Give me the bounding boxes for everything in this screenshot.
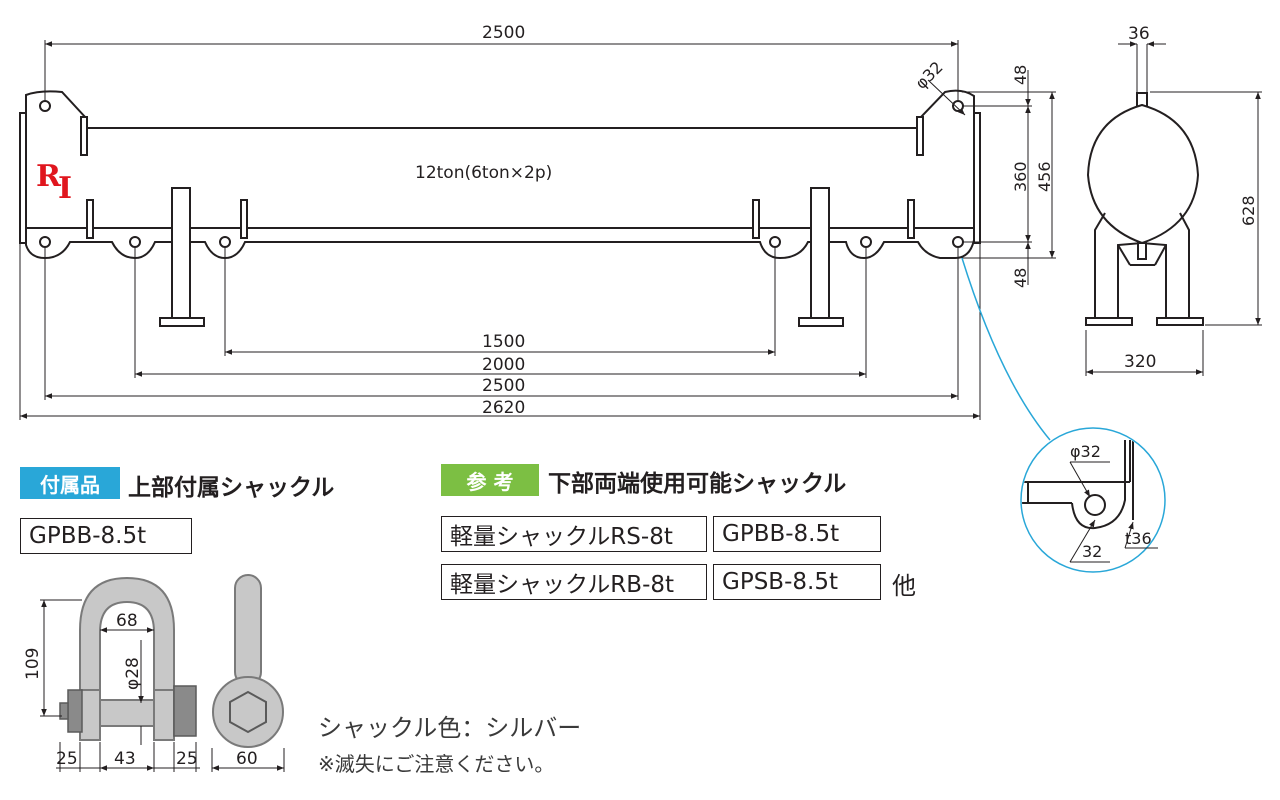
lower-stiffener-1	[86, 199, 94, 239]
shackle-dimension-lines	[40, 599, 285, 772]
shackle-dim-phi28-label: φ28	[123, 657, 143, 690]
bottom-dimension-lines	[19, 244, 981, 420]
dim-top-2500-label: 2500	[482, 23, 525, 43]
hole-bottom-5	[860, 236, 872, 248]
accessory-tag: 付属品	[20, 467, 120, 499]
dim-360-label: 360	[1011, 161, 1030, 192]
dim-1500-label: 1500	[482, 332, 525, 352]
end-view-body	[1086, 103, 1200, 245]
side-dimension-lines	[962, 70, 1056, 285]
detail-view: φ32 32 t36	[1020, 427, 1166, 573]
shackle-side-view	[212, 574, 284, 748]
lower-stiffener-4	[907, 199, 915, 239]
dim-36-label: 36	[1128, 24, 1150, 44]
detail-leader	[961, 257, 1051, 441]
leg-right	[810, 187, 830, 319]
end-view	[1085, 92, 1204, 326]
end-view-dimension-lines	[1085, 41, 1262, 376]
hole-bottom-3	[219, 236, 231, 248]
leg-right-foot	[798, 317, 844, 327]
loss-warning-note: ※滅失にご注意ください。	[318, 752, 555, 776]
reference-tag: 参 考	[441, 464, 539, 496]
accessory-model-box: GPBB-8.5t	[20, 518, 192, 554]
detail-edge-label: 32	[1082, 542, 1102, 561]
lower-stiffener-2	[240, 199, 248, 239]
dim-456-label: 456	[1035, 161, 1054, 192]
hole-top-left	[39, 100, 51, 112]
dim-320-label: 320	[1124, 352, 1156, 372]
dim-2000-label: 2000	[482, 355, 525, 375]
end-view-foot-left	[1085, 317, 1133, 326]
ri-logo-r: R	[36, 159, 62, 194]
pin-diameter-label: φ32	[911, 58, 946, 93]
reference-item-3: 軽量シャックルRB-8t	[441, 564, 707, 600]
dim-2500-label: 2500	[482, 376, 525, 396]
shackle-dim-109-label: 109	[23, 648, 43, 680]
dim-628-label: 628	[1239, 195, 1258, 226]
end-view-foot-right	[1156, 317, 1204, 326]
hole-bottom-1	[39, 236, 51, 248]
ri-logo-i: I	[58, 171, 72, 206]
detail-thickness-label: t36	[1125, 529, 1152, 548]
hole-top-right	[952, 100, 964, 112]
top-stiffener-left	[80, 116, 88, 156]
shackle-dim-68-label: 68	[116, 611, 138, 631]
reference-item-2: GPBB-8.5t	[713, 516, 881, 552]
dim-2620-label: 2620	[482, 398, 525, 418]
capacity-label: 12ton(6ton×2p)	[415, 163, 552, 183]
dim-48-bottom-label: 48	[1011, 268, 1030, 288]
leg-left	[171, 187, 191, 319]
shackle-dim-25-left-label: 25	[56, 749, 78, 769]
leg-left-foot	[159, 317, 205, 327]
shackle-dim-60-label: 60	[236, 749, 258, 769]
shackle-dim-25-right-label: 25	[176, 749, 198, 769]
beam-front-view	[19, 89, 981, 327]
reference-item-4: GPSB-8.5t	[713, 564, 881, 600]
lower-stiffener-3	[752, 199, 760, 239]
pin-diameter-leader	[927, 79, 966, 116]
hole-bottom-6	[952, 236, 964, 248]
shackle-dim-43-label: 43	[114, 749, 136, 769]
dim-top-2500	[44, 40, 959, 100]
shackle-front-view	[59, 576, 197, 741]
beam-web	[25, 89, 975, 260]
end-view-bottom-lug	[1137, 242, 1147, 260]
reference-other: 他	[892, 572, 916, 600]
reference-item-1: 軽量シャックルRS-8t	[441, 516, 707, 552]
shackle-color-note: シャックル色：シルバー	[318, 714, 582, 742]
hole-bottom-4	[769, 236, 781, 248]
accessory-title: 上部付属シャックル	[128, 475, 335, 501]
hole-bottom-2	[129, 236, 141, 248]
reference-title: 下部両端使用可能シャックル	[548, 471, 847, 497]
top-stiffener-right	[916, 116, 924, 156]
dim-48-top-label: 48	[1011, 65, 1030, 85]
detail-hole-label: φ32	[1070, 442, 1101, 461]
